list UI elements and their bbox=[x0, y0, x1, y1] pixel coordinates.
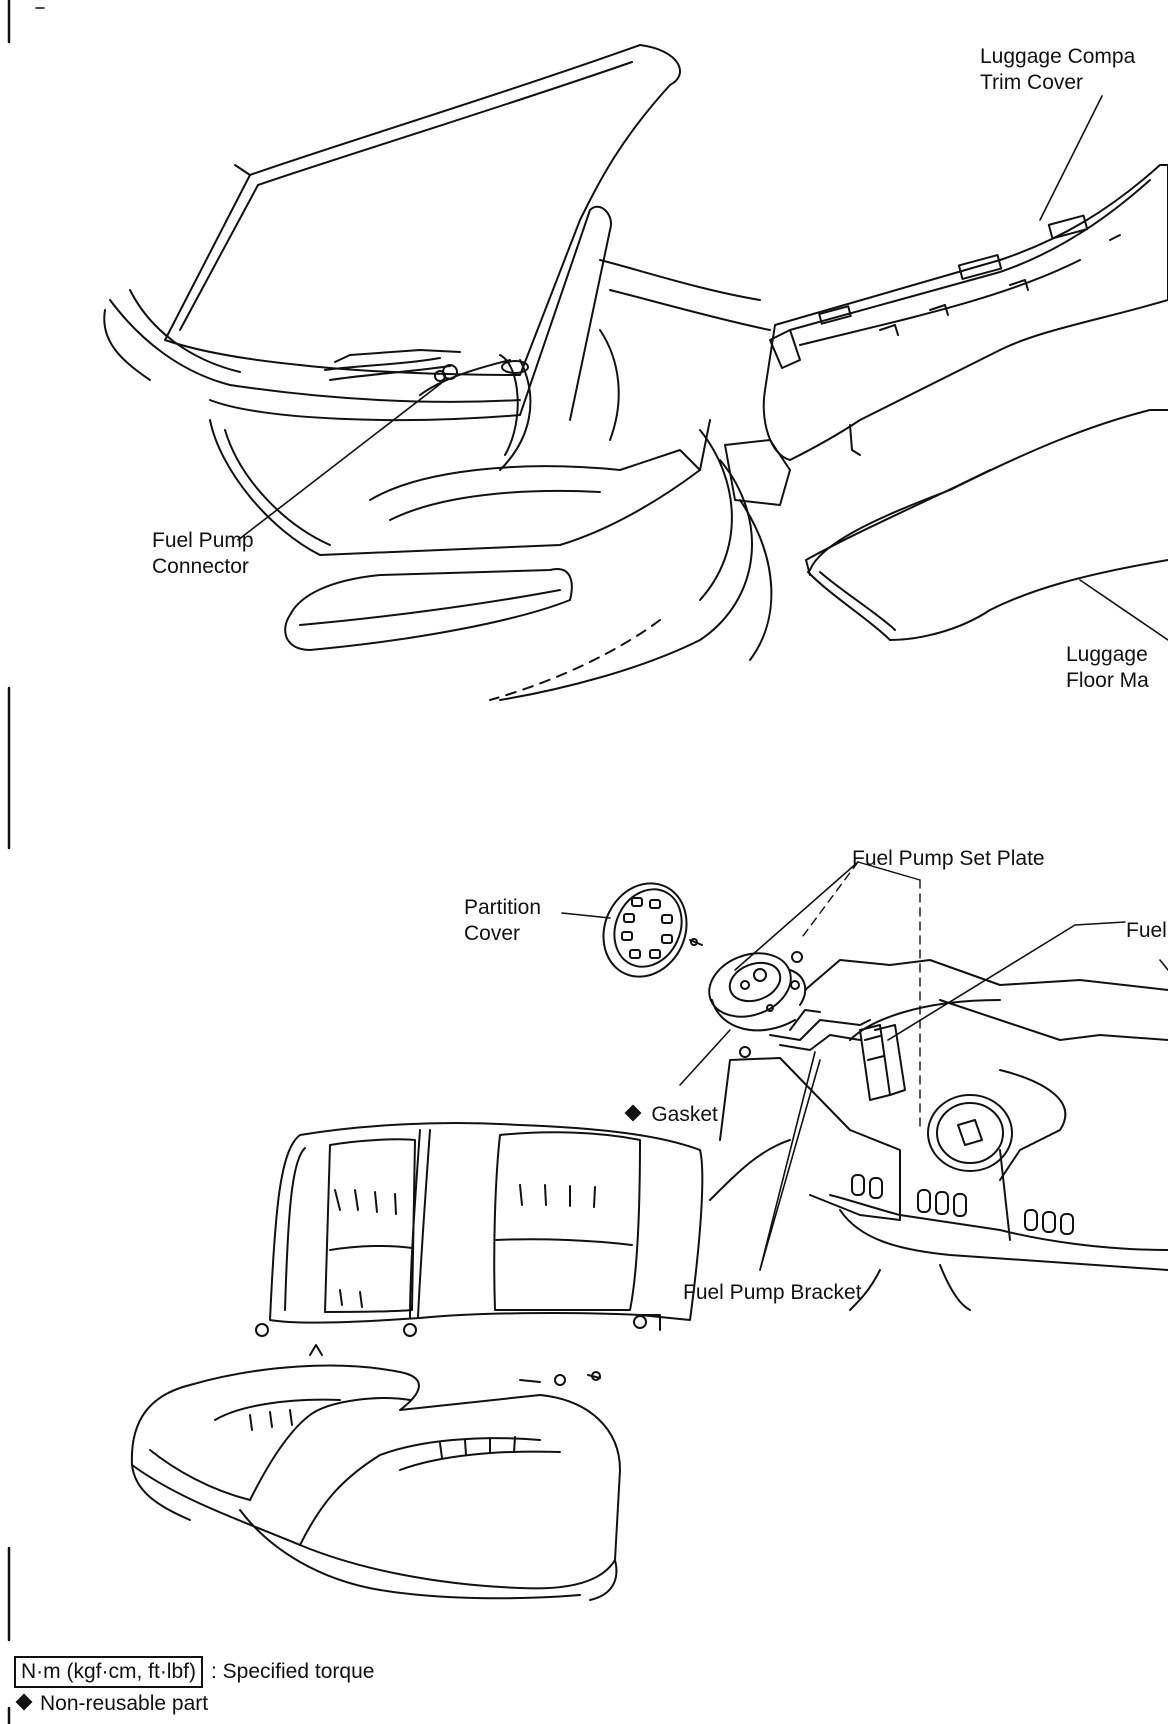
label-luggage-trim-cover: Luggage Compa Trim Cover bbox=[980, 44, 1135, 96]
label-luggage-trim-cover-line1: Luggage Compa bbox=[980, 45, 1136, 68]
car-rear-illustration bbox=[103, 44, 791, 701]
label-fuel-pump-bracket: Fuel Pump Bracket bbox=[683, 1281, 862, 1304]
floor-mat-illustration bbox=[805, 409, 1168, 641]
legend-torque: N·m (kgf·cm, ft·lbf) : Specified torque bbox=[14, 1656, 374, 1688]
floor-pan-illustration bbox=[709, 959, 1168, 1311]
leader-gasket bbox=[679, 1029, 731, 1086]
torque-unit-box: N·m (kgf·cm, ft·lbf) bbox=[14, 1656, 203, 1688]
label-partition-cover: Partition Cover bbox=[464, 895, 541, 947]
label-luggage-trim-cover-line2: Trim Cover bbox=[980, 71, 1084, 94]
set-plate-illustration bbox=[708, 951, 807, 1058]
leader-bracket-1 bbox=[759, 1051, 816, 1271]
label-partition-cover-line1: Partition bbox=[464, 896, 542, 919]
label-luggage-floor-mat-line2: Floor Ma bbox=[1066, 669, 1149, 692]
non-reusable-text: Non-reusable part bbox=[40, 1692, 209, 1715]
diamond-icon bbox=[624, 1104, 642, 1122]
label-fuel-pump-set-plate: Fuel Pump Set Plate bbox=[852, 847, 1045, 870]
label-luggage-floor-mat: Luggage Floor Ma bbox=[1066, 642, 1149, 694]
label-gasket-text: Gasket bbox=[651, 1103, 718, 1126]
leader-bracket-2 bbox=[759, 1059, 821, 1271]
label-gasket: Gasket bbox=[604, 1076, 718, 1154]
torque-description: : Specified torque bbox=[210, 1660, 375, 1683]
diamond-icon bbox=[15, 1693, 33, 1711]
legend-non-reusable: Non-reusable part bbox=[14, 1690, 208, 1718]
trim-cover-illustration bbox=[762, 164, 1168, 461]
label-partition-cover-line2: Cover bbox=[464, 922, 521, 945]
leader-partition-cover bbox=[561, 912, 611, 919]
leader-trim-cover bbox=[1039, 95, 1103, 221]
partition-cover-illustration bbox=[602, 882, 703, 978]
label-fuel-pump-connector: Fuel Pump Connector bbox=[152, 528, 254, 580]
label-fuel-pump-connector-line2: Connector bbox=[152, 555, 249, 578]
leader-floor-mat bbox=[1079, 579, 1168, 641]
margin-marks bbox=[7, 0, 45, 1724]
label-luggage-floor-mat-line1: Luggage bbox=[1066, 643, 1148, 666]
rear-seat-illustration bbox=[130, 1122, 704, 1601]
leader-set-plate bbox=[734, 861, 859, 971]
label-fuel-pump-connector-line1: Fuel Pump bbox=[152, 529, 254, 552]
leader-fuel bbox=[887, 921, 1126, 1041]
leader-fuel-pump-connector bbox=[237, 377, 449, 541]
label-fuel: Fuel bbox=[1126, 919, 1167, 942]
bracket-illustration bbox=[769, 1009, 906, 1101]
